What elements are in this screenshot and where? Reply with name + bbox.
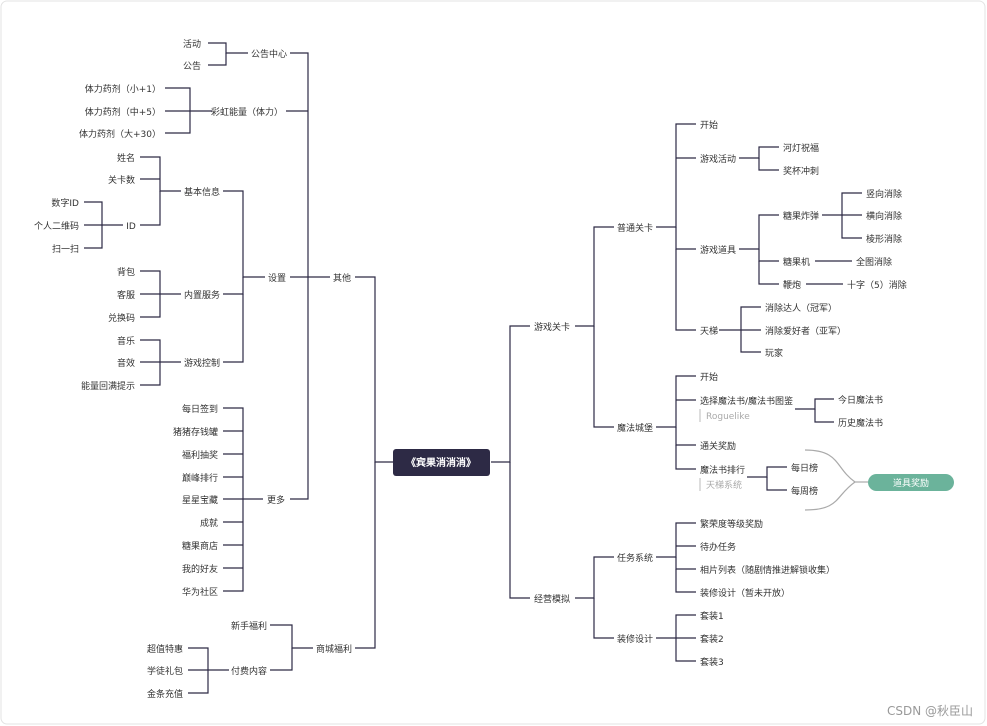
node-peak-ranking[interactable]: 巅峰排行	[182, 472, 218, 484]
node-energy-full-tip[interactable]: 能量回满提示	[81, 380, 135, 392]
node-river-lantern[interactable]: 河灯祝福	[783, 142, 819, 154]
node-sound[interactable]: 音效	[117, 357, 135, 369]
node-clear-reward[interactable]: 通关奖励	[700, 440, 736, 452]
node-scan[interactable]: 扫一扫	[52, 243, 79, 255]
node-backpack[interactable]: 背包	[117, 266, 135, 278]
node-piggy-bank[interactable]: 猪猪存钱罐	[173, 426, 218, 438]
node-decor-design[interactable]: 装修设计	[617, 633, 653, 645]
node-mall-welfare[interactable]: 商城福利	[316, 643, 352, 655]
right-branch: 游戏关卡 普通关卡 开始 游戏活动 河灯祝福 奖杯冲刺 游戏道具 糖果炸弹 竖向…	[534, 119, 907, 668]
prop-reward-node[interactable]	[868, 474, 954, 491]
node-set-3[interactable]: 套装3	[700, 656, 724, 668]
left-branch: 其他 公告中心 活动 公告 彩虹能量（体力） 体力药剂（小+1） 体力药剂（中+…	[34, 38, 352, 700]
prop-reward-label: 道具奖励	[893, 477, 929, 489]
node-normal-levels[interactable]: 普通关卡	[617, 222, 653, 234]
node-candy-bomb[interactable]: 糖果炸弹	[783, 210, 819, 222]
node-level-count[interactable]: 关卡数	[108, 174, 135, 186]
node-cup-sprint[interactable]: 奖杯冲刺	[783, 165, 819, 177]
node-potion-big[interactable]: 体力药剂（大+30）	[79, 128, 161, 140]
node-activity[interactable]: 活动	[183, 38, 201, 50]
node-start-2[interactable]: 开始	[700, 371, 718, 383]
node-huawei-community[interactable]: 华为社区	[182, 586, 218, 598]
node-music[interactable]: 音乐	[117, 335, 135, 347]
node-game-props[interactable]: 游戏道具	[700, 244, 736, 256]
node-digital-id[interactable]: 数字ID	[51, 197, 79, 209]
node-cross-clear[interactable]: 十字（5）消除	[847, 279, 907, 291]
node-decor-design-closed[interactable]: 装修设计（暂未开放）	[700, 587, 790, 599]
node-lover[interactable]: 消除爱好者（亚军）	[765, 325, 846, 337]
node-daily-list[interactable]: 每日榜	[791, 462, 818, 474]
node-id[interactable]: ID	[126, 222, 136, 232]
node-book-ranking[interactable]: 魔法书排行	[700, 464, 745, 476]
node-weekly-list[interactable]: 每周榜	[791, 485, 818, 497]
node-gold-recharge[interactable]: 金条充值	[147, 688, 183, 700]
node-horizontal[interactable]: 横向消除	[866, 210, 902, 222]
node-clear-all[interactable]: 全图消除	[856, 256, 892, 268]
node-diamond[interactable]: 棱形消除	[866, 233, 902, 245]
node-history-book[interactable]: 历史魔法书	[838, 417, 883, 429]
node-newbie-welfare[interactable]: 新手福利	[231, 620, 267, 632]
node-player[interactable]: 玩家	[765, 347, 783, 359]
root-node[interactable]	[393, 449, 490, 476]
node-start-1[interactable]: 开始	[700, 119, 718, 131]
node-paid-content[interactable]: 付费内容	[231, 665, 267, 677]
node-redeem-code[interactable]: 兑换码	[108, 312, 135, 324]
node-business-sim[interactable]: 经营模拟	[534, 593, 570, 605]
node-qr-code[interactable]: 个人二维码	[34, 220, 79, 232]
node-star-treasure[interactable]: 星星宝藏	[182, 494, 218, 506]
node-choose-book[interactable]: 选择魔法书/魔法书图鉴	[700, 395, 793, 407]
node-vertical[interactable]: 竖向消除	[866, 188, 902, 200]
node-master[interactable]: 消除达人（冠军）	[765, 302, 837, 314]
node-todo-tasks[interactable]: 待办任务	[700, 541, 736, 553]
node-settings[interactable]: 设置	[268, 273, 286, 284]
node-candy-shop[interactable]: 糖果商店	[182, 540, 218, 552]
node-lottery[interactable]: 福利抽奖	[182, 449, 218, 461]
node-set-1[interactable]: 套装1	[700, 610, 724, 622]
node-more[interactable]: 更多	[267, 494, 285, 506]
node-potion-small[interactable]: 体力药剂（小+1）	[85, 83, 161, 95]
node-game-control[interactable]: 游戏控制	[184, 357, 220, 369]
node-ladder-system: 天梯系统	[706, 479, 742, 491]
watermark: CSDN @秋臣山	[887, 704, 973, 718]
node-candy-machine[interactable]: 糖果机	[783, 256, 810, 268]
node-photo-list[interactable]: 相片列表（随剧情推进解锁收集）	[700, 564, 835, 576]
node-other[interactable]: 其他	[333, 272, 351, 284]
node-value-deal[interactable]: 超值特惠	[147, 643, 183, 655]
node-ladder[interactable]: 天梯	[700, 325, 718, 337]
node-potion-mid[interactable]: 体力药剂（中+5）	[85, 106, 161, 118]
node-rainbow-energy[interactable]: 彩虹能量（体力）	[211, 106, 283, 118]
node-cannon[interactable]: 鞭炮	[783, 279, 801, 291]
node-builtin-service[interactable]: 内置服务	[184, 289, 220, 301]
node-my-friends[interactable]: 我的好友	[182, 563, 218, 575]
node-customer-service[interactable]: 客服	[117, 289, 135, 301]
node-today-book[interactable]: 今日魔法书	[838, 394, 883, 406]
node-magic-castle[interactable]: 魔法城堡	[617, 422, 653, 434]
node-student-pack[interactable]: 学徒礼包	[147, 665, 183, 677]
node-name[interactable]: 姓名	[117, 152, 135, 164]
connector-lines	[84, 42, 862, 694]
node-game-levels[interactable]: 游戏关卡	[534, 321, 570, 333]
root-label: 《宾果消消消》	[406, 456, 476, 469]
node-achievement[interactable]: 成就	[200, 517, 218, 529]
node-daily-checkin[interactable]: 每日签到	[182, 403, 218, 415]
node-roguelike: Roguelike	[706, 412, 750, 422]
node-basic-info[interactable]: 基本信息	[184, 186, 220, 198]
node-announcement[interactable]: 公告	[183, 60, 201, 72]
node-notice-center[interactable]: 公告中心	[251, 48, 287, 60]
node-prosperity-reward[interactable]: 繁荣度等级奖励	[700, 518, 763, 530]
node-set-2[interactable]: 套装2	[700, 633, 724, 645]
node-task-system[interactable]: 任务系统	[617, 552, 653, 564]
node-game-activity[interactable]: 游戏活动	[700, 153, 736, 165]
